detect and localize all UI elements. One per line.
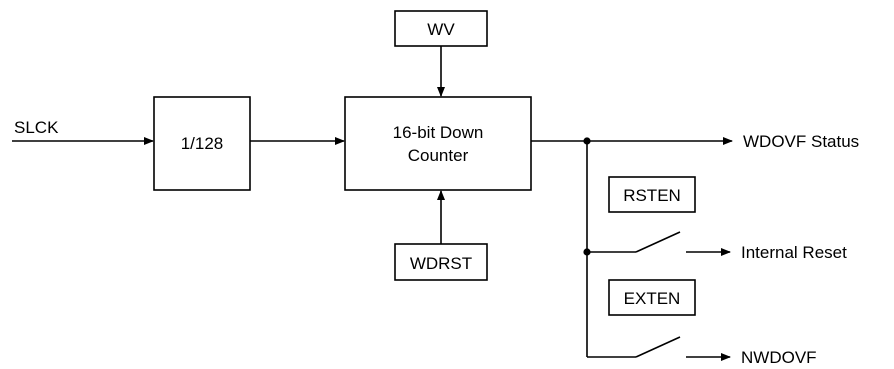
nwdovf-label: NWDOVF [741, 348, 817, 367]
junction-dot-top [583, 137, 591, 145]
exten-block [608, 279, 696, 316]
divider-label: 1/128 [181, 134, 224, 153]
counter-block [344, 96, 532, 191]
wdrst-label: WDRST [410, 254, 472, 273]
counter-label-line1: 16-bit Down [393, 123, 484, 142]
rsten-switch-blade [635, 231, 681, 253]
wv-block [394, 10, 488, 47]
slck-label: SLCK [14, 118, 59, 137]
exten-label: EXTEN [624, 289, 681, 308]
internal-reset-label: Internal Reset [741, 243, 847, 262]
divider-block [153, 96, 251, 191]
wdovf-status-label: WDOVF Status [743, 132, 859, 151]
exten-switch-blade [635, 336, 681, 358]
counter-label-line2: Counter [408, 146, 469, 165]
rsten-label: RSTEN [623, 186, 681, 205]
wdrst-block [394, 243, 488, 281]
rsten-block [608, 176, 696, 213]
wv-label: WV [427, 20, 455, 39]
